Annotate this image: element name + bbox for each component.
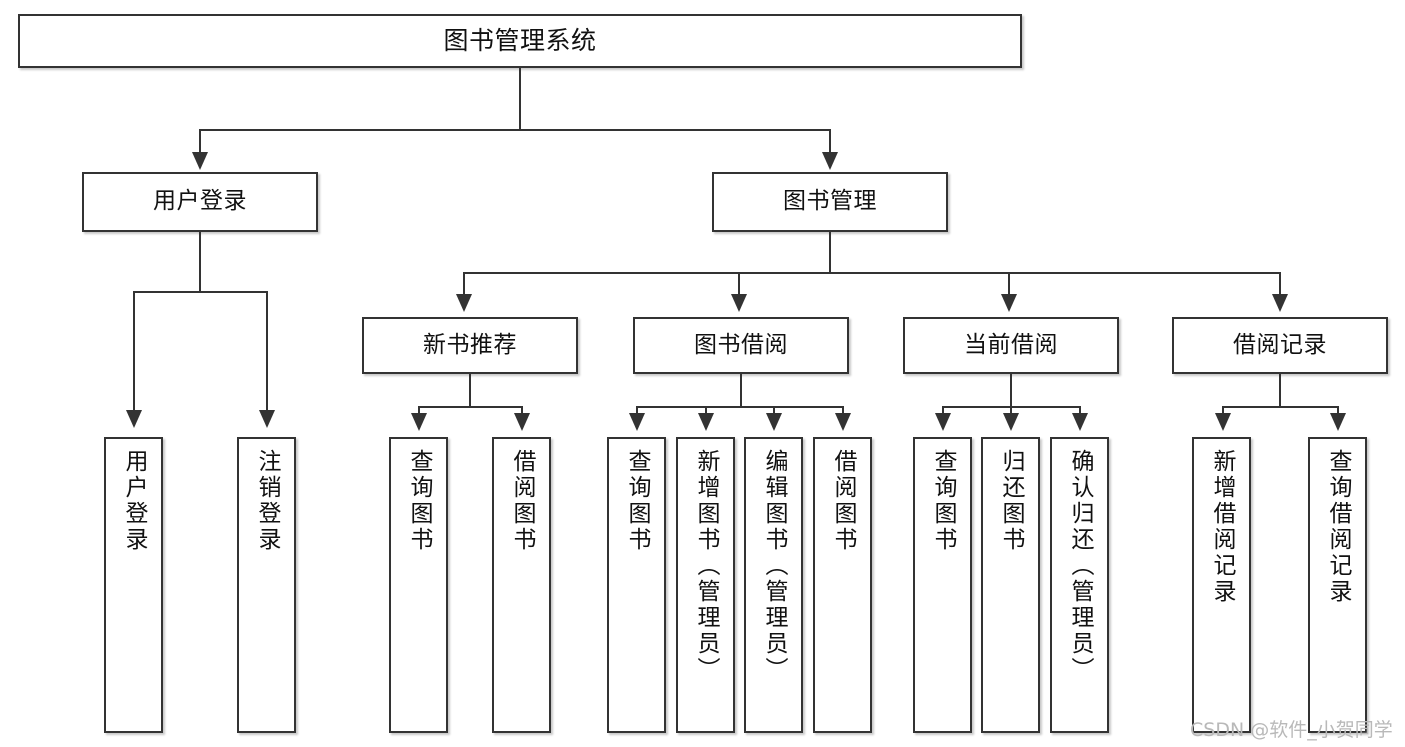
node-label: 查询图书 xyxy=(406,449,432,553)
node-label: 查询图书 xyxy=(624,449,650,553)
arrowhead-leaf-logout xyxy=(259,410,275,428)
node-label: 新增图书（管理员） xyxy=(693,449,719,683)
arrowhead-book-borrow xyxy=(731,294,747,312)
edge-book-borrow-leaf-4 xyxy=(842,406,844,416)
leaf-query-book-recommend[interactable]: 查询图书 xyxy=(389,437,448,733)
edge-to-borrow-record xyxy=(1279,272,1281,296)
edge-new-book-leaf-2 xyxy=(521,406,523,416)
edge-current-borrow-stem xyxy=(1010,374,1012,407)
leaf-return-book[interactable]: 归还图书 xyxy=(981,437,1040,733)
leaf-edit-book-admin[interactable]: 编辑图书（管理员） xyxy=(744,437,803,733)
edge-borrow-record-stem xyxy=(1279,374,1281,407)
arrowhead-book-mgmt xyxy=(822,152,838,170)
leaf-add-book-admin[interactable]: 新增图书（管理员） xyxy=(676,437,735,733)
node-root-system[interactable]: 图书管理系统 xyxy=(18,14,1022,68)
arrowhead-borrow-record xyxy=(1272,294,1288,312)
leaf-borrow-book-recommend[interactable]: 借阅图书 xyxy=(492,437,551,733)
edge-book-mgmt-stem xyxy=(829,232,831,273)
leaf-logout[interactable]: 注销登录 xyxy=(237,437,296,733)
arrowhead-leaf-borrow-book-1 xyxy=(514,413,530,431)
arrowhead-leaf-edit-book xyxy=(766,413,782,431)
node-user-login[interactable]: 用户登录 xyxy=(82,172,318,232)
leaf-query-borrow-record[interactable]: 查询借阅记录 xyxy=(1308,437,1367,733)
edge-borrow-record-bus xyxy=(1222,406,1338,408)
leaf-borrow-book[interactable]: 借阅图书 xyxy=(813,437,872,733)
arrowhead-current-borrow xyxy=(1001,294,1017,312)
node-label: 新书推荐 xyxy=(423,331,517,358)
arrowhead-leaf-query-book-3 xyxy=(935,413,951,431)
arrowhead-user-login xyxy=(192,152,208,170)
node-label: 查询借阅记录 xyxy=(1325,449,1351,605)
edge-to-new-book xyxy=(463,272,465,296)
edge-user-login-leaf-2 xyxy=(266,291,268,413)
arrowhead-leaf-add-book xyxy=(698,413,714,431)
edge-book-borrow-bus xyxy=(636,406,843,408)
edge-borrow-record-leaf-2 xyxy=(1337,406,1339,416)
edge-to-book-borrow xyxy=(738,272,740,296)
edge-current-borrow-leaf-1 xyxy=(942,406,944,416)
node-label: 注销登录 xyxy=(254,449,280,553)
arrowhead-leaf-query-book-1 xyxy=(411,413,427,431)
node-label: 当前借阅 xyxy=(964,331,1058,358)
edge-current-borrow-leaf-3 xyxy=(1079,406,1081,416)
edge-current-borrow-leaf-2 xyxy=(1010,406,1012,416)
arrowhead-leaf-user-login xyxy=(126,410,142,428)
node-label: 用户登录 xyxy=(121,449,147,553)
arrowhead-leaf-confirm-return xyxy=(1072,413,1088,431)
node-label: 查询图书 xyxy=(930,449,956,553)
leaf-query-book-borrow[interactable]: 查询图书 xyxy=(607,437,666,733)
edge-to-user-login xyxy=(199,129,201,155)
edge-book-borrow-leaf-3 xyxy=(773,406,775,416)
edge-borrow-record-leaf-1 xyxy=(1222,406,1224,416)
csdn-watermark: CSDN @软件_小贺同学 xyxy=(1190,719,1393,741)
edge-user-login-stem xyxy=(199,232,201,292)
leaf-user-login[interactable]: 用户登录 xyxy=(104,437,163,733)
edge-new-book-bus xyxy=(418,406,522,408)
node-new-book-recommend[interactable]: 新书推荐 xyxy=(362,317,578,374)
leaf-add-borrow-record[interactable]: 新增借阅记录 xyxy=(1192,437,1251,733)
arrowhead-leaf-borrow-book-2 xyxy=(835,413,851,431)
arrowhead-leaf-query-record xyxy=(1330,413,1346,431)
node-book-borrow[interactable]: 图书借阅 xyxy=(633,317,849,374)
node-label: 图书管理系统 xyxy=(443,26,597,56)
edge-to-current-borrow xyxy=(1008,272,1010,296)
edge-book-borrow-stem xyxy=(740,374,742,407)
edge-to-book-mgmt xyxy=(829,129,831,155)
edge-book-borrow-leaf-2 xyxy=(705,406,707,416)
node-label: 图书借阅 xyxy=(694,331,788,358)
edge-level1-bus xyxy=(199,129,831,131)
arrowhead-leaf-add-record xyxy=(1215,413,1231,431)
arrowhead-new-book xyxy=(456,294,472,312)
edge-user-login-bus xyxy=(133,291,267,293)
node-current-borrow[interactable]: 当前借阅 xyxy=(903,317,1119,374)
arrowhead-leaf-return-book xyxy=(1003,413,1019,431)
edge-new-book-stem xyxy=(469,374,471,407)
edge-level2-bus xyxy=(463,272,1281,274)
node-label: 用户登录 xyxy=(153,188,247,215)
node-label: 编辑图书（管理员） xyxy=(761,449,787,683)
node-borrow-record[interactable]: 借阅记录 xyxy=(1172,317,1388,374)
edge-root-stem xyxy=(519,68,521,130)
node-label: 借阅图书 xyxy=(509,449,535,553)
leaf-confirm-return-admin[interactable]: 确认归还（管理员） xyxy=(1050,437,1109,733)
node-label: 确认归还（管理员） xyxy=(1067,449,1093,683)
node-label: 图书管理 xyxy=(783,188,877,215)
node-label: 借阅记录 xyxy=(1233,331,1327,358)
edge-user-login-leaf-1 xyxy=(133,291,135,413)
edge-book-borrow-leaf-1 xyxy=(636,406,638,416)
edge-new-book-leaf-1 xyxy=(418,406,420,416)
node-book-management[interactable]: 图书管理 xyxy=(712,172,948,232)
arrowhead-leaf-query-book-2 xyxy=(629,413,645,431)
leaf-query-book-current[interactable]: 查询图书 xyxy=(913,437,972,733)
node-label: 借阅图书 xyxy=(830,449,856,553)
node-label: 新增借阅记录 xyxy=(1209,449,1235,605)
node-label: 归还图书 xyxy=(998,449,1024,553)
